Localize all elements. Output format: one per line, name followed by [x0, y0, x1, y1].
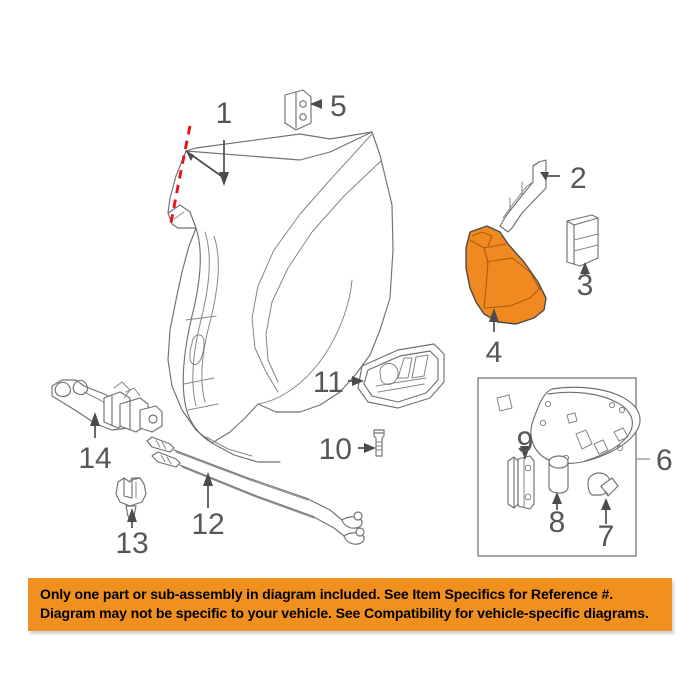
splash-shield-part-4-highlighted	[465, 225, 547, 325]
quarter-panel-group	[167, 131, 394, 463]
callout-leader-14	[90, 412, 100, 438]
disclaimer-banner: Only one part or sub-assembly in diagram…	[28, 578, 672, 631]
grommet-plug-part-7	[587, 472, 619, 497]
access-panel-inset-box	[477, 377, 641, 557]
disclaimer-line-2: Diagram may not be specific to your vehi…	[40, 605, 649, 621]
upper-trim-strip-part-2	[499, 159, 547, 233]
callout-label-6: 6	[656, 444, 673, 477]
callout-label-7: 7	[598, 520, 615, 553]
callout-leader-4	[489, 308, 499, 332]
callout-label-4: 4	[486, 336, 503, 369]
callout-label-10: 10	[319, 433, 352, 466]
callout-leader-1	[185, 140, 229, 186]
callout-label-9: 9	[517, 426, 534, 459]
cylindrical-bumper-part-8	[548, 455, 569, 494]
access-panel-oval	[530, 386, 641, 465]
callout-leader-8	[552, 492, 562, 510]
diamond-gasket	[496, 394, 513, 412]
callout-leader-9	[520, 446, 530, 460]
callout-label-1: 1	[216, 97, 233, 130]
callout-leader-2	[540, 172, 560, 181]
callout-leader-7	[601, 498, 611, 524]
hinge-strip-part-9	[507, 455, 535, 510]
callout-leader-13	[127, 508, 137, 528]
callout-leader-11	[348, 376, 364, 386]
retaining-bolt-part-10	[373, 429, 385, 457]
fuel-filler-housing-part-11	[357, 343, 445, 409]
hinge-arm-part-14	[51, 379, 163, 433]
callout-label-3: 3	[577, 269, 594, 302]
callout-label-8: 8	[549, 506, 566, 539]
section-cut-line	[168, 125, 192, 229]
callout-label-5: 5	[330, 90, 347, 123]
callout-label-13: 13	[115, 527, 148, 560]
disclaimer-line-1: Only one part or sub-assembly in diagram…	[40, 586, 613, 602]
callout-label-12: 12	[191, 508, 224, 541]
mounting-bracket-part-5	[284, 89, 312, 131]
callout-leader-12	[203, 472, 213, 508]
callout-leader-10	[358, 443, 376, 453]
callout-leader-5	[310, 99, 322, 109]
callout-label-14: 14	[78, 442, 111, 475]
callout-label-2: 2	[570, 162, 587, 195]
rectangular-block-part-3	[566, 214, 599, 267]
callout-label-11: 11	[313, 366, 344, 399]
callout-leader-3	[580, 262, 590, 276]
